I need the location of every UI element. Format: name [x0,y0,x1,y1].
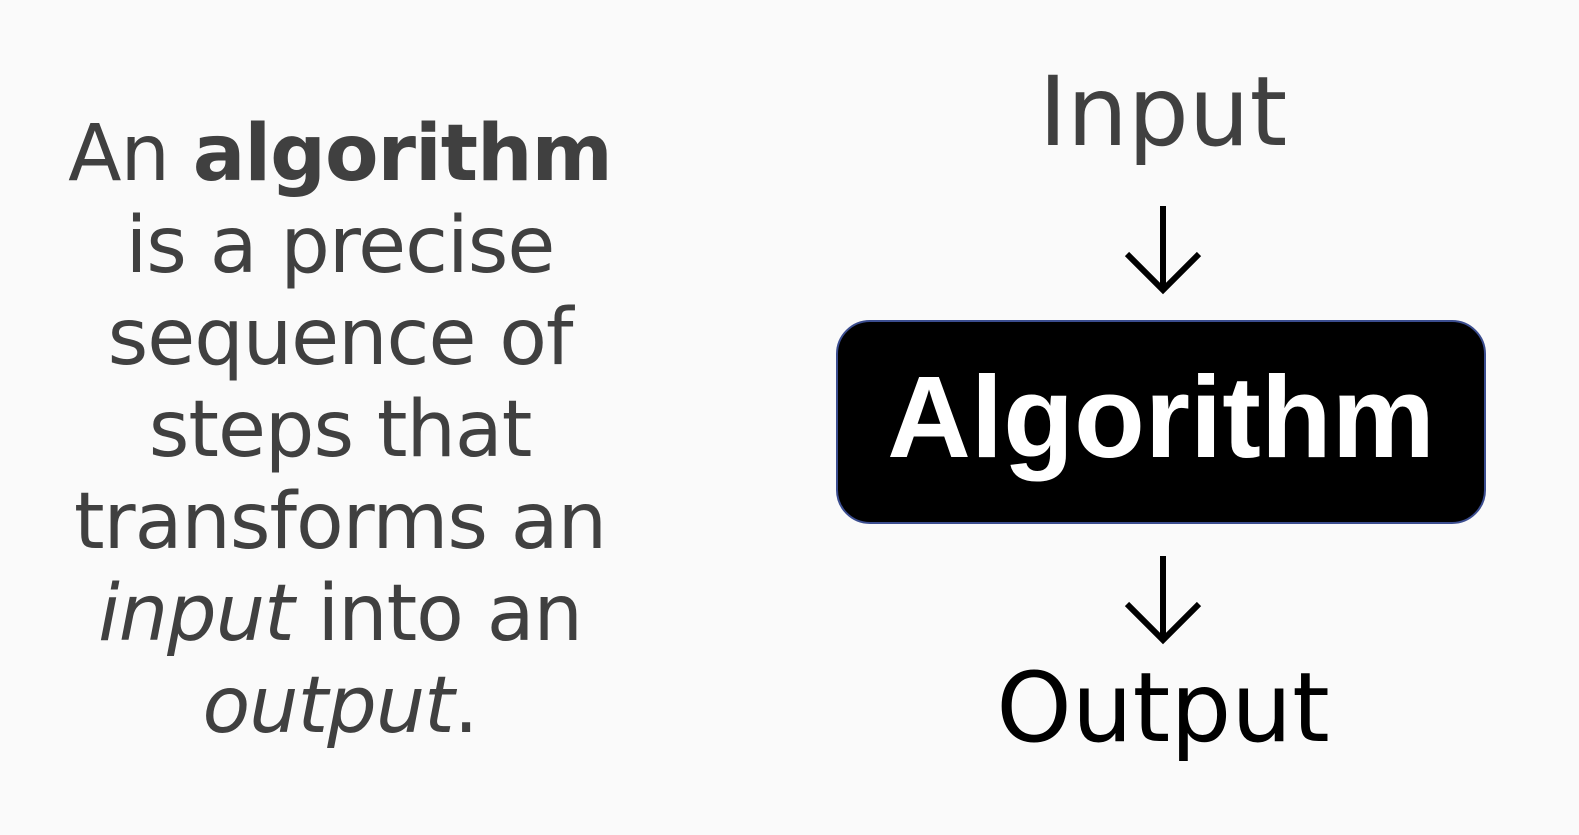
arrow-down-icon [1124,206,1202,295]
definition-term-input: input [98,569,295,659]
definition-term-algorithm: algorithm [192,109,613,199]
algorithm-label: Algorithm [887,352,1435,482]
definition-line-3: sequence of [107,293,574,383]
definition-line-7: output. [30,660,650,752]
definition-term-output: output [202,661,454,751]
algorithm-box: Algorithm [836,320,1486,524]
definition-word-an: An [68,109,193,199]
definition-line-1: An algorithm [30,108,650,200]
input-label: Input [1038,56,1288,168]
definition-line-6-rest: into an [293,569,582,659]
definition-line-2: is a precise [125,201,556,291]
output-label: Output [996,652,1330,764]
definition-line-6: input into an [30,568,650,660]
definition-text: An algorithm is a precise sequence of st… [30,108,650,752]
definition-line-4: steps that [148,385,533,475]
definition-line-5: transforms an [73,477,607,567]
definition-period: . [453,661,479,751]
flow-diagram: Input Algorithm Output [836,0,1490,835]
arrow-down-icon [1124,556,1202,645]
